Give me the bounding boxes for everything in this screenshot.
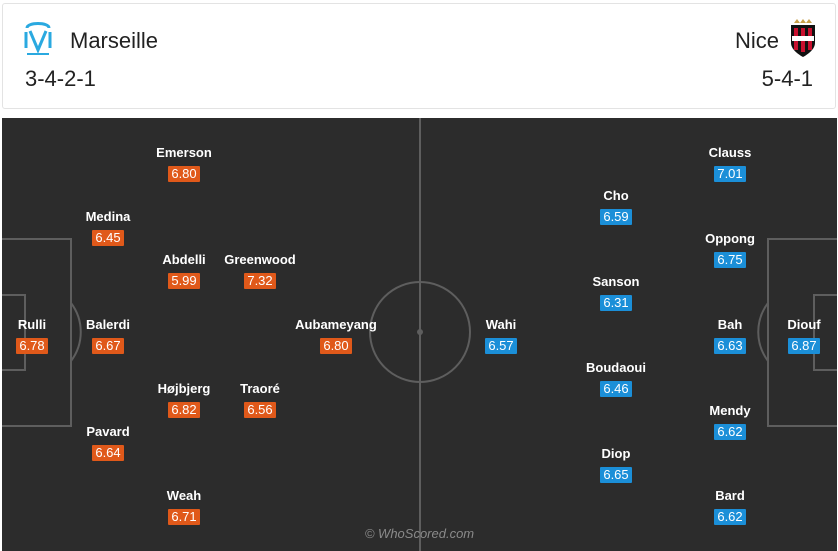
player-name: Emerson xyxy=(156,145,212,160)
match-header: Marseille 3-4-2-1 Nice 5-4-1 xyxy=(2,3,836,109)
player-name: Pavard xyxy=(86,424,130,439)
player-rating: 6.80 xyxy=(168,166,200,182)
player-marker[interactable]: Oppong 6.75 xyxy=(675,231,785,269)
player-rating: 6.59 xyxy=(600,209,632,225)
player-name: Rulli xyxy=(17,317,47,332)
home-formation: 3-4-2-1 xyxy=(25,66,96,91)
player-rating: 6.45 xyxy=(92,230,124,246)
player-name: Cho xyxy=(603,188,629,203)
player-marker[interactable]: Greenwood 7.32 xyxy=(205,252,315,290)
player-marker[interactable]: Traoré 6.56 xyxy=(205,381,315,419)
player-rating: 6.71 xyxy=(168,509,200,525)
player-marker[interactable]: Sanson 6.31 xyxy=(561,274,671,312)
player-name: Balerdi xyxy=(85,317,131,332)
player-name: Højbjerg xyxy=(157,381,211,396)
pitch: Rulli 6.78 Balerdi 6.67 Medina 6.45 Pava… xyxy=(2,118,837,551)
marseille-crest-icon xyxy=(24,22,52,55)
player-rating: 6.64 xyxy=(92,445,124,461)
player-rating: 7.01 xyxy=(714,166,746,182)
player-marker[interactable]: Weah 6.71 xyxy=(129,488,239,526)
player-marker[interactable]: Clauss 7.01 xyxy=(675,145,785,183)
player-name: Bard xyxy=(715,488,745,503)
player-marker[interactable]: Højbjerg 6.82 xyxy=(129,381,239,419)
player-rating: 6.46 xyxy=(600,381,632,397)
player-name: Mendy xyxy=(709,403,751,418)
player-marker[interactable]: Wahi 6.57 xyxy=(446,317,556,355)
player-rating: 6.82 xyxy=(168,402,200,418)
player-marker[interactable]: Mendy 6.62 xyxy=(675,403,785,441)
player-rating: 6.62 xyxy=(714,424,746,440)
player-marker[interactable]: Cho 6.59 xyxy=(561,188,671,226)
player-name: Medina xyxy=(85,209,131,224)
player-marker[interactable]: Abdelli 5.99 xyxy=(129,252,239,290)
player-rating: 6.56 xyxy=(244,402,276,418)
home-team-name[interactable]: Marseille xyxy=(70,28,159,53)
player-name: Abdelli xyxy=(162,252,206,267)
player-rating: 6.62 xyxy=(714,509,746,525)
player-name: Bah xyxy=(717,317,743,332)
player-name: Traoré xyxy=(240,381,280,396)
player-name: Oppong xyxy=(705,231,755,246)
player-marker[interactable]: Diop 6.65 xyxy=(561,446,671,484)
player-name: Aubameyang xyxy=(295,317,377,332)
player-rating: 7.32 xyxy=(244,273,276,289)
player-rating: 6.65 xyxy=(600,467,632,483)
nice-crest-icon xyxy=(791,19,815,57)
player-rating: 6.78 xyxy=(16,338,48,354)
player-marker[interactable]: Bard 6.62 xyxy=(675,488,785,526)
player-marker[interactable]: Rulli 6.78 xyxy=(2,317,87,355)
player-rating: 6.75 xyxy=(714,252,746,268)
player-rating: 6.57 xyxy=(485,338,517,354)
player-name: Boudaoui xyxy=(586,360,646,375)
player-marker[interactable]: Boudaoui 6.46 xyxy=(561,360,671,398)
pitch-lines xyxy=(2,118,837,551)
away-team-name[interactable]: Nice xyxy=(734,28,779,53)
player-marker[interactable]: Pavard 6.64 xyxy=(53,424,163,462)
away-formation: 5-4-1 xyxy=(761,66,813,91)
player-rating: 6.80 xyxy=(320,338,352,354)
player-rating: 6.67 xyxy=(92,338,124,354)
player-name: Greenwood xyxy=(224,252,296,267)
player-name: Weah xyxy=(166,488,202,503)
player-name: Sanson xyxy=(592,274,640,289)
player-rating: 6.63 xyxy=(714,338,746,354)
player-rating: 6.87 xyxy=(788,338,820,354)
player-marker[interactable]: Balerdi 6.67 xyxy=(53,317,163,355)
player-marker[interactable]: Diouf 6.87 xyxy=(749,317,837,355)
player-rating: 6.31 xyxy=(600,295,632,311)
player-name: Wahi xyxy=(485,317,517,332)
player-marker[interactable]: Medina 6.45 xyxy=(53,209,163,247)
watermark: © WhoScored.com xyxy=(364,526,475,541)
player-marker[interactable]: Emerson 6.80 xyxy=(129,145,239,183)
player-name: Diop xyxy=(601,446,631,461)
player-name: Clauss xyxy=(708,145,752,160)
player-marker[interactable]: Bah 6.63 xyxy=(675,317,785,355)
player-rating: 5.99 xyxy=(168,273,200,289)
player-marker[interactable]: Aubameyang 6.80 xyxy=(281,317,391,355)
player-name: Diouf xyxy=(787,317,821,332)
